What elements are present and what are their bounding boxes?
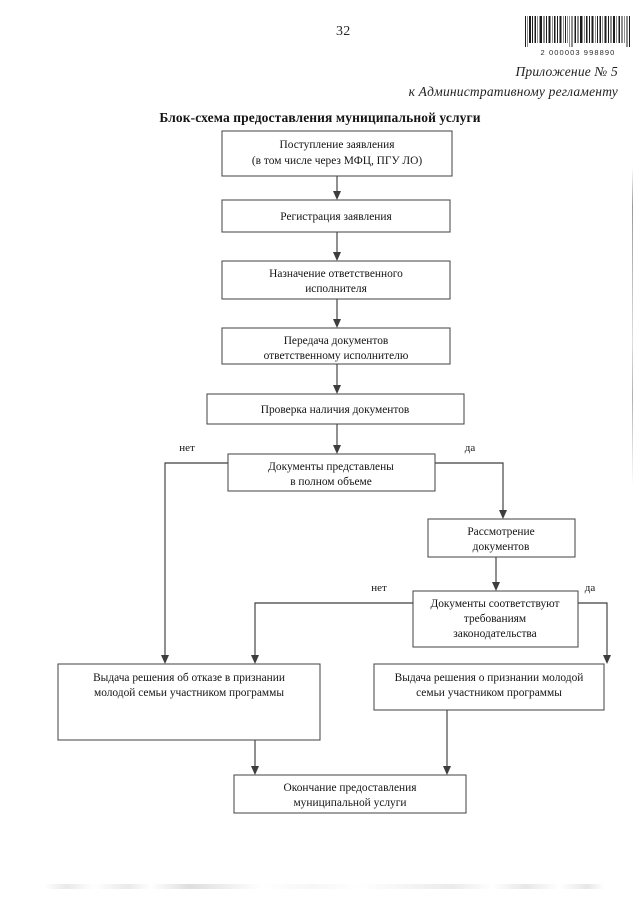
page-title: Блок-схема предоставления муниципальной …	[159, 110, 481, 125]
node-n6-line-1: документов	[473, 541, 530, 553]
scan-artifact-smudge	[44, 884, 604, 889]
page-number: 32	[336, 24, 351, 39]
appendix-number: Приложение № 5	[515, 64, 618, 79]
appendix-reference: Приложение № 5 к Административному регла…	[409, 62, 618, 101]
flow-edge-labels: нет да нет да	[179, 442, 595, 594]
node-d2-line-0: Документы соответствуют	[430, 598, 559, 610]
node-n9-line-0: Окончание предоставления	[284, 782, 418, 794]
flow-node-n3: Назначение ответственного исполнителя	[221, 260, 451, 300]
flow-connectors	[161, 175, 611, 775]
node-n3-line-0: Назначение ответственного	[269, 268, 403, 280]
node-n7-line-0: Выдача решения об отказе в признании	[93, 672, 285, 684]
flow-node-n6: Рассмотрение документов	[427, 518, 576, 558]
appendix-regulation: к Административному регламенту	[408, 83, 618, 99]
node-n4-line-0: Передача документов	[284, 335, 389, 347]
node-d2-line-1: требованиям	[464, 613, 526, 625]
node-d2-line-2: законодательства	[453, 628, 536, 640]
node-n8-line-0: Выдача решения о признании молодой	[395, 672, 584, 684]
node-n7-line-1: молодой семьи участником программы	[94, 687, 284, 699]
node-n5-line-0: Проверка наличия документов	[261, 404, 410, 416]
node-n1-line-0: Поступление заявления	[280, 139, 396, 151]
edge-label-d1-yes: да	[465, 442, 476, 454]
node-n9-line-1: муниципальной услуги	[293, 797, 406, 809]
node-n3-line-1: исполнителя	[305, 283, 367, 295]
flow-node-n8: Выдача решения о признании молодой семьи…	[373, 663, 605, 711]
node-d1-line-0: Документы представлены	[268, 461, 394, 473]
node-n8-line-1: семьи участником программы	[416, 687, 562, 699]
flow-node-n9: Окончание предоставления муниципальной у…	[233, 774, 467, 814]
node-n6-line-0: Рассмотрение	[467, 526, 534, 538]
scan-artifact-line	[632, 168, 633, 486]
node-n2-line-0: Регистрация заявления	[280, 211, 392, 223]
flow-node-n1: Поступление заявления (в том числе через…	[221, 130, 453, 177]
barcode: 2 000003 998890	[524, 16, 632, 57]
flow-node-n2: Регистрация заявления	[221, 199, 451, 233]
barcode-digits: 2 000003 998890	[540, 48, 616, 57]
node-n1-line-1: (в том числе через МФЦ, ПГУ ЛО)	[252, 155, 422, 167]
edge-label-d1-no: нет	[179, 442, 195, 454]
flow-node-d2: Документы соответствуют требованиям зако…	[412, 590, 579, 648]
flow-node-d1: Документы представлены в полном объеме	[227, 453, 436, 492]
node-d1-line-1: в полном объеме	[290, 476, 372, 488]
barcode-bars-icon	[525, 16, 630, 47]
edge-label-d2-yes: да	[585, 582, 596, 594]
flow-node-n4: Передача документов ответственному испол…	[221, 327, 451, 365]
node-n4-line-1: ответственному исполнителю	[264, 350, 409, 362]
edge-label-d2-no: нет	[371, 582, 387, 594]
flow-node-n7: Выдача решения об отказе в признании мол…	[57, 663, 321, 741]
flow-node-n5: Проверка наличия документов	[206, 393, 465, 425]
